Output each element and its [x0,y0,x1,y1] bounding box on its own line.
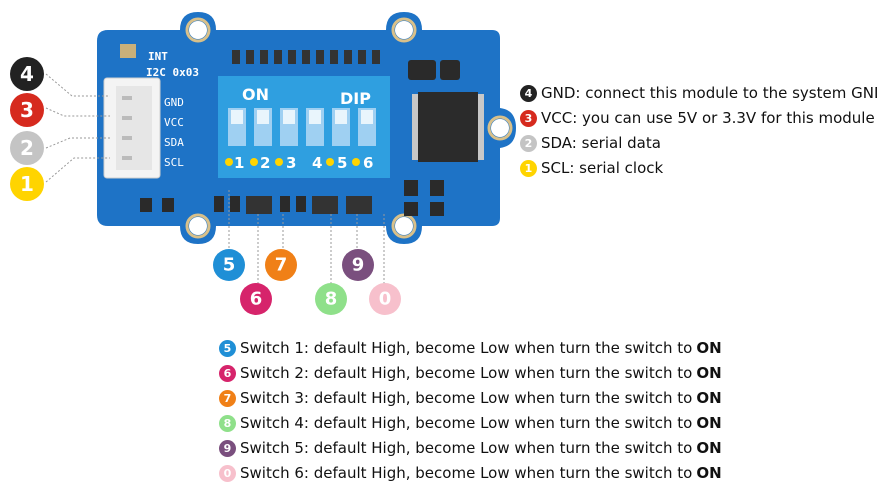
badge-3: 3 [10,93,44,127]
switch-legend-on-label: ON [696,439,722,457]
switch-number-5: 5 [337,154,347,172]
pin-legend-text: GND: connect this module to the system G… [541,84,877,102]
switch-legend-on-label: ON [696,364,722,382]
int-pad [120,44,136,58]
pin-label-sda: SDA [164,136,184,149]
grove-connector [103,77,161,179]
switch-legend-text: Switch 3: default High, become Low when … [240,389,693,407]
switch-number-4: 4 [312,154,322,172]
switch-legend-text: Switch 5: default High, become Low when … [240,439,693,457]
badge-2: 2 [10,131,44,165]
switch-number-1: 1 [234,154,244,172]
switch-legend-badge: 8 [219,414,236,432]
switch-legend-text: Switch 4: default High, become Low when … [240,414,693,432]
switch-legend-text: Switch 2: default High, become Low when … [240,364,693,382]
pin-label-gnd: GND [164,96,184,109]
ic-chip [412,92,484,162]
badge-6: 6 [240,283,272,315]
badge-0: 0 [369,283,401,315]
badge-1: 1 [10,167,44,201]
pin-legend-badge: 1 [520,159,537,177]
pin-label-vcc: VCC [164,116,184,129]
top-components [232,50,460,80]
svg-text:5: 5 [223,255,236,276]
switch-number-6: 6 [363,154,373,172]
pin-legend-badge: 3 [520,109,537,127]
switch-legend-badge: 5 [219,339,236,357]
switch-number-3: 3 [286,154,296,172]
svg-text:8: 8 [325,289,338,310]
pin-legend-text: VCC: you can use 5V or 3.3V for this mod… [541,109,875,127]
int-label: INT [148,50,168,63]
switch-legend-text: Switch 6: default High, become Low when … [240,464,693,482]
dip-dip-label: DIP [340,89,371,108]
svg-text:3: 3 [20,98,34,122]
badge-5: 5 [213,249,245,281]
svg-text:2: 2 [20,136,34,160]
svg-text:9: 9 [352,255,365,276]
switch-legend-text: Switch 1: default High, become Low when … [240,339,693,357]
badge-8: 8 [315,283,347,315]
pin-label-scl: SCL [164,156,184,169]
dip-on-label: ON [242,85,269,104]
switch-legend-badge: 6 [219,364,236,382]
dip-switch [218,76,390,178]
switch-legend-on-label: ON [696,414,722,432]
pin-legend-badge: 4 [520,84,537,102]
leader-lines [45,73,385,296]
pin-legend-text: SCL: serial clock [541,159,664,177]
pin-legend-text: SDA: serial data [541,134,661,152]
svg-text:4: 4 [20,62,34,86]
svg-text:7: 7 [275,255,288,276]
svg-text:0: 0 [379,289,392,310]
i2c-address-label: I2C 0x03 [146,66,199,79]
badge-4: 4 [10,57,44,91]
switch-legend-on-label: ON [696,339,722,357]
switch-legend-on-label: ON [696,464,722,482]
badge-7: 7 [265,249,297,281]
switch-legend-badge: 0 [219,464,236,482]
switch-number-2: 2 [260,154,270,172]
switch-legend-badge: 9 [219,439,236,457]
svg-text:6: 6 [250,289,263,310]
switch-legend-badge: 7 [219,389,236,407]
switch-legend-on-label: ON [696,389,722,407]
svg-text:1: 1 [20,172,34,196]
bottom-components [140,180,444,216]
pin-legend-badge: 2 [520,134,537,152]
badge-9: 9 [342,249,374,281]
